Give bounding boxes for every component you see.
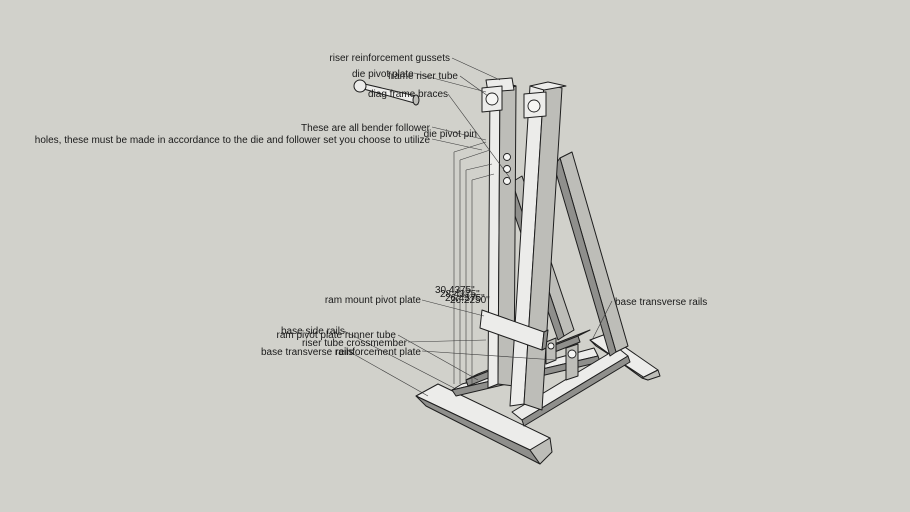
die-pivot-pin [353, 79, 420, 106]
label-ram-mount-pivot-plate: ram mount pivot plate [325, 295, 422, 306]
label-diag-frame-braces: diag frame braces [368, 89, 448, 100]
label-base-transverse-rails-right: base transverse rails [615, 297, 707, 308]
dim-label-4: 26.2250" [450, 295, 490, 306]
label-runner-tube: ram pivot plate runner tube [276, 330, 396, 341]
label-base-side-rails: base side rails [281, 326, 345, 337]
annotations: riser reinforcement gussets die pivot pl… [35, 53, 708, 358]
follower-hole-1 [503, 153, 511, 161]
label-frame-riser-tube: frame riser tube [388, 71, 458, 82]
label-reinforcement-plate: reinforcement plate [335, 347, 421, 358]
label-riser-crossmember: riser tube crossmember [302, 338, 408, 349]
follower-hole-3 [503, 177, 511, 185]
label-follower-note-2: holes, these must be made in accordance … [35, 135, 431, 146]
label-die-pivot-pin: die pivot pin [424, 129, 477, 140]
follower-hole-2 [503, 165, 511, 173]
label-follower-note-1: These are all bender follower [301, 123, 431, 134]
dimension-lines [453, 141, 495, 384]
reinforcement-plate [565, 343, 579, 381]
dim-label-1: 30.4375" [435, 285, 475, 296]
label-base-transverse-rails-left: base transverse rails [261, 347, 353, 358]
label-riser-gussets: riser reinforcement gussets [329, 53, 450, 64]
label-die-pivot-plate: die pivot plate [352, 69, 414, 80]
dim-label-3: 26.4375" [445, 293, 485, 304]
dim-label-2: 28.4375" [440, 289, 480, 300]
ram-mount-pivot-plate [479, 309, 549, 351]
leader-lines [343, 57, 613, 397]
